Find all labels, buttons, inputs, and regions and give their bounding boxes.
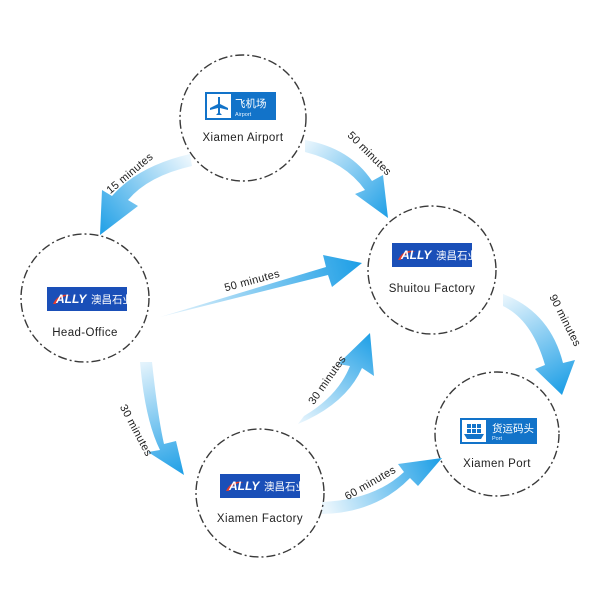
- ally-logo: [220, 474, 300, 498]
- node-xiamen-factory: Xiamen Factory: [195, 428, 325, 558]
- node-ring: [179, 54, 307, 182]
- ally-logo: [392, 243, 472, 267]
- node-ring: [195, 428, 325, 558]
- node-label: Shuitou Factory: [389, 283, 476, 295]
- straight-arrow: [160, 255, 362, 317]
- curved-arrow: [140, 362, 184, 475]
- node-ring: [434, 371, 560, 497]
- node-ring: [20, 233, 150, 363]
- node-xiamen-port: 货运码头 Port Xiamen Port: [434, 371, 560, 497]
- curved-arrow: [298, 333, 374, 424]
- curved-arrow: [100, 154, 192, 235]
- node-label: Head-Office: [52, 327, 118, 339]
- node-label: Xiamen Port: [463, 458, 531, 470]
- edge-xiamenfactory-shuitou: 30 minutes: [298, 333, 374, 424]
- node-label: Xiamen Airport: [202, 132, 283, 144]
- curved-arrow: [322, 458, 442, 514]
- edge-shuitou-port: 90 minutes: [503, 293, 583, 395]
- node-label: Xiamen Factory: [217, 513, 303, 525]
- node-head-office: Head-Office: [20, 233, 150, 363]
- node-xiamen-airport: 飞机场 Airport Xiamen Airport: [179, 54, 307, 182]
- port-sign-cn: 货运码头: [492, 422, 534, 435]
- edge-airport-shuitou: 50 minutes: [305, 130, 394, 218]
- node-ring: [367, 205, 497, 335]
- edge-headoffice-xiamenfactory: 30 minutes: [117, 362, 184, 475]
- edge-airport-head-office: 15 minutes: [100, 151, 192, 235]
- curved-arrow: [503, 294, 575, 395]
- node-shuitou-factory: Shuitou Factory: [367, 205, 497, 335]
- edge-xiamenfactory-port: 60 minutes: [322, 458, 442, 514]
- port-sign: 货运码头 Port: [460, 418, 537, 444]
- edge-headoffice-shuitou: 50 minutes: [160, 255, 362, 317]
- cargo-ship-icon: [464, 424, 484, 439]
- airport-sign: 飞机场 Airport: [205, 92, 276, 120]
- airport-sign-cn: 飞机场: [235, 97, 267, 110]
- airport-sign-en: Airport: [235, 112, 252, 118]
- airplane-icon: [210, 97, 228, 115]
- ally-logo: [47, 287, 127, 311]
- port-sign-en: Port: [492, 436, 503, 442]
- curved-arrow: [305, 140, 388, 218]
